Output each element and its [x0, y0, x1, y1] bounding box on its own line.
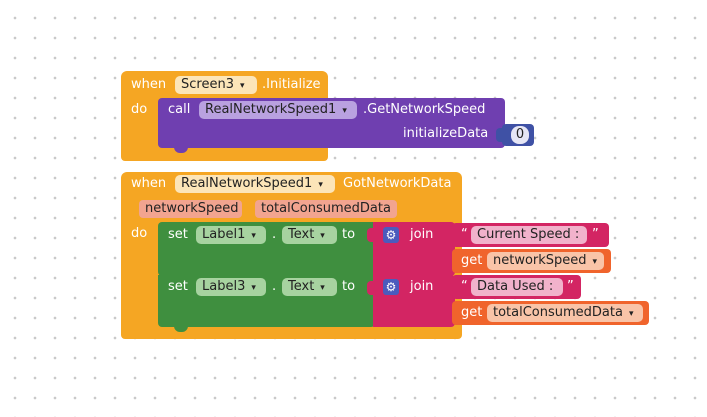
gear-icon[interactable]: ⚙ — [383, 227, 399, 243]
join-block-1[interactable]: ⚙ join — [373, 222, 455, 276]
when-label: when — [131, 176, 167, 191]
quote-close: ” — [567, 279, 574, 294]
initializedata-arg-label: initializeData — [403, 126, 489, 141]
chevron-down-icon: ▾ — [592, 257, 598, 267]
text-block-data-used[interactable]: “ Data Used : ” — [452, 275, 581, 299]
set-label: set — [168, 227, 188, 242]
realnetworkspeed1-label: RealNetworkSpeed1 — [205, 102, 337, 117]
chevron-down-icon: ▾ — [251, 231, 256, 241]
do-label: do — [131, 226, 148, 241]
param-totalconsumeddata[interactable]: totalConsumedData — [255, 200, 397, 218]
get-label: get — [461, 253, 483, 268]
number-block[interactable]: 0 — [502, 124, 534, 146]
networkspeed-dropdown[interactable]: networkSpeed ▾ — [487, 252, 604, 270]
gear-icon[interactable]: ⚙ — [383, 279, 399, 295]
dot-separator: . — [272, 227, 277, 242]
input-socket — [496, 128, 502, 142]
join-block-2[interactable]: ⚙ join — [373, 275, 455, 327]
set-label3-text-block[interactable]: set Label3 ▾ . Text ▾ to — [158, 275, 375, 327]
screen3-label: Screen3 — [181, 77, 234, 92]
quote-open: “ — [461, 279, 468, 294]
input-socket — [367, 281, 373, 295]
chevron-down-icon: ▾ — [239, 81, 245, 91]
text-property-label: Text — [288, 279, 315, 294]
quote-close: ” — [592, 227, 599, 242]
realnetworkspeed1-event-label: RealNetworkSpeed1 — [181, 176, 313, 191]
do-label: do — [131, 102, 148, 117]
label3-label: Label3 — [202, 279, 246, 294]
realnetworkspeed1-dropdown[interactable]: RealNetworkSpeed1 ▾ — [199, 101, 357, 119]
input-socket — [367, 228, 373, 242]
chevron-down-icon: ▾ — [318, 180, 323, 190]
text-block-current-speed[interactable]: “ Current Speed : ” — [452, 223, 609, 247]
chevron-down-icon: ▾ — [342, 106, 347, 116]
number-value[interactable]: 0 — [511, 126, 529, 144]
join-label: join — [410, 279, 434, 294]
networkspeed-var-label: networkSpeed — [493, 253, 587, 268]
quote-open: “ — [461, 227, 468, 242]
dot-separator: . — [272, 279, 277, 294]
chevron-down-icon: ▾ — [320, 231, 325, 241]
chevron-down-icon: ▾ — [628, 309, 634, 319]
to-label: to — [342, 279, 356, 294]
call-getnetworkspeed-block[interactable]: call RealNetworkSpeed1 ▾ .GetNetworkSpeed… — [158, 98, 505, 148]
get-networkspeed-block[interactable]: get networkSpeed ▾ — [452, 249, 611, 273]
label3-dropdown[interactable]: Label3 ▾ — [196, 278, 266, 296]
gotnetworkdata-event-label: GotNetworkData — [343, 176, 452, 191]
chevron-down-icon: ▾ — [320, 283, 325, 293]
label1-label: Label1 — [202, 227, 246, 242]
getnetworkspeed-method-label: .GetNetworkSpeed — [363, 102, 486, 117]
text-property-dropdown[interactable]: Text ▾ — [282, 278, 337, 296]
chevron-down-icon: ▾ — [251, 283, 256, 293]
join-label: join — [410, 227, 434, 242]
to-label: to — [342, 227, 356, 242]
call-label: call — [168, 102, 191, 117]
block-connector-notch — [174, 147, 188, 153]
text-property-dropdown[interactable]: Text ▾ — [282, 226, 337, 244]
get-totalconsumeddata-block[interactable]: get totalConsumedData ▾ — [452, 301, 649, 325]
initialize-event-label: .Initialize — [262, 77, 321, 92]
totalconsumeddata-var-label: totalConsumedData — [493, 305, 623, 320]
param-networkspeed[interactable]: networkSpeed — [139, 200, 242, 218]
current-speed-text[interactable]: Current Speed : — [471, 226, 587, 244]
label1-dropdown[interactable]: Label1 ▾ — [196, 226, 266, 244]
realnetworkspeed1-event-dropdown[interactable]: RealNetworkSpeed1 ▾ — [175, 175, 335, 193]
data-used-text[interactable]: Data Used : — [471, 278, 563, 296]
get-label: get — [461, 305, 483, 320]
set-label: set — [168, 279, 188, 294]
set-label1-text-block[interactable]: set Label1 ▾ . Text ▾ to — [158, 222, 375, 276]
block-connector-notch — [174, 326, 188, 332]
text-property-label: Text — [288, 227, 315, 242]
when-label: when — [131, 77, 167, 92]
screen3-dropdown[interactable]: Screen3 ▾ — [175, 76, 257, 94]
totalconsumeddata-dropdown[interactable]: totalConsumedData ▾ — [487, 304, 643, 322]
